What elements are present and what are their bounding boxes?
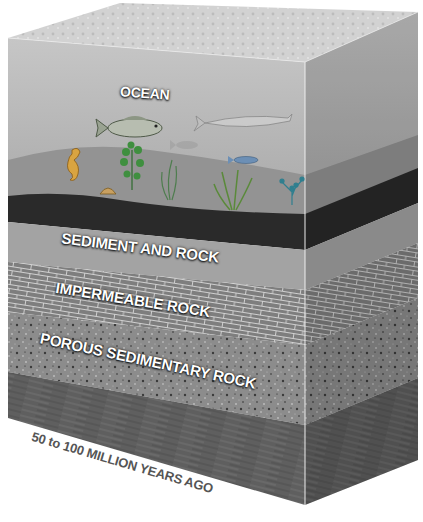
sea-plant (214, 170, 252, 210)
sea-life (68, 114, 305, 210)
front-corner (305, 62, 306, 505)
layer-label: OCEAN (117, 82, 174, 104)
seahorse (68, 148, 81, 180)
faint-fish (170, 140, 198, 150)
front-face (8, 38, 305, 505)
shell (100, 188, 116, 194)
top-edge (8, 12, 418, 62)
layer-band: OCEAN (117, 82, 174, 104)
block-edges (8, 12, 418, 505)
fish (96, 116, 162, 137)
coral (280, 177, 304, 205)
front-deep (8, 372, 305, 505)
small-fish (228, 156, 258, 164)
side-shade (305, 12, 418, 505)
seagrass (162, 160, 177, 200)
leafy-plant (120, 142, 144, 191)
front-ocean (8, 38, 305, 218)
long-fish (194, 114, 292, 131)
side-face (305, 12, 418, 505)
